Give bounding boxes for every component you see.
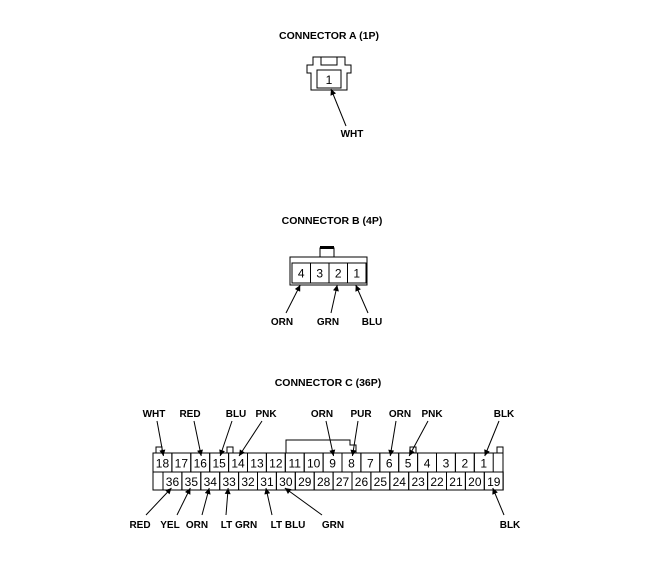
wire-label: BLU [362,317,383,328]
connector-a-latch [320,56,338,66]
wire-label: RED [179,409,200,420]
pin-number: 24 [393,475,407,489]
wire-label: BLU [226,409,247,420]
pin-number: 29 [298,475,312,489]
pin-number: 6 [386,457,393,471]
wire-label: PNK [421,409,443,420]
pin-number: 9 [329,457,336,471]
wire-arrow [284,487,323,516]
pin-cell [347,262,367,284]
wire-label: ORN [271,317,293,328]
wire-label: LT GRN [221,520,257,531]
pin-number: 4 [298,267,305,281]
pin-number: 22 [430,475,444,489]
connector-c-latch [285,439,357,453]
pin-number: 14 [231,457,245,471]
pin-number: 19 [487,475,501,489]
wire-label: GRN [322,520,344,531]
wire-label: ORN [389,409,411,420]
pin-number: 28 [317,475,331,489]
wire-arrow [388,420,397,457]
wire-arrow [193,420,203,457]
wire-arrow [408,420,429,457]
pin-number: 12 [269,457,283,471]
connector-c-title: CONNECTOR C (36P) [275,377,382,389]
wire-label: ORN [311,409,333,420]
wire-label: WHT [341,129,364,140]
pin-number: 13 [250,457,264,471]
wire-arrow [330,88,347,127]
connector-c-tab [155,446,163,454]
wire-arrow [145,487,172,516]
pin-number: 32 [241,475,255,489]
wire-arrow [325,420,336,457]
connector-a-title: CONNECTOR A (1P) [279,30,379,42]
pin-number: 1 [326,73,333,87]
connector-b-latch [319,247,335,258]
wire-arrow [355,284,369,314]
wire-arrow [264,487,273,516]
wire-arrow [201,487,211,516]
wire-arrow [492,487,505,516]
pin-number: 16 [194,457,208,471]
pin-number: 3 [443,457,450,471]
pin-number: 2 [462,457,469,471]
pin-number: 10 [307,457,321,471]
pin-number: 11 [289,457,302,471]
wire-label: PUR [350,409,372,420]
pin-number: 2 [335,267,342,281]
wire-label: ORN [186,520,208,531]
pin-number: 35 [185,475,199,489]
wire-label: WHT [143,409,166,420]
pin-number: 20 [468,475,482,489]
pin-number: 26 [355,475,369,489]
pin-number: 27 [336,475,350,489]
pin-number: 31 [260,475,274,489]
wire-label: GRN [317,317,339,328]
pin-number: 18 [156,457,170,471]
wire-arrow [156,420,166,457]
wire-label: LT BLU [271,520,306,531]
connector-a-housing [306,56,352,91]
pin-number: 7 [367,457,374,471]
wire-arrow [238,420,263,457]
connector-b-title: CONNECTOR B (4P) [282,215,383,227]
wire-arrow [285,284,301,314]
pin-number: 34 [204,475,218,489]
wire-arrow [330,284,339,314]
pin-number: 36 [166,475,180,489]
connector-c-tab [226,446,234,454]
wire-arrow [484,420,500,457]
wire-label: BLK [494,409,515,420]
wire-label: RED [129,520,150,531]
connector-b-latch-bar [320,246,334,249]
wire-arrow [219,420,233,457]
wire-label: BLK [500,520,521,531]
pin-number: 30 [279,475,293,489]
pin-number: 25 [374,475,388,489]
wire-label: YEL [160,520,179,531]
wire-arrow [350,420,359,457]
pin-number: 33 [222,475,236,489]
wire-arrow [176,487,191,516]
pin-number: 23 [411,475,425,489]
wire-label: PNK [255,409,277,420]
pin-number: 17 [175,457,189,471]
pin-number: 8 [348,457,355,471]
pin-number: 21 [449,475,463,489]
pin-number: 3 [316,267,323,281]
pin-number: 1 [353,267,360,281]
pin-cell [316,69,342,89]
pin-number: 5 [405,457,412,471]
wire-arrow [224,487,231,516]
connector-c-tab [496,446,504,454]
pin-number: 15 [212,457,226,471]
pin-number: 1 [480,457,487,471]
pin-number: 4 [424,457,431,471]
